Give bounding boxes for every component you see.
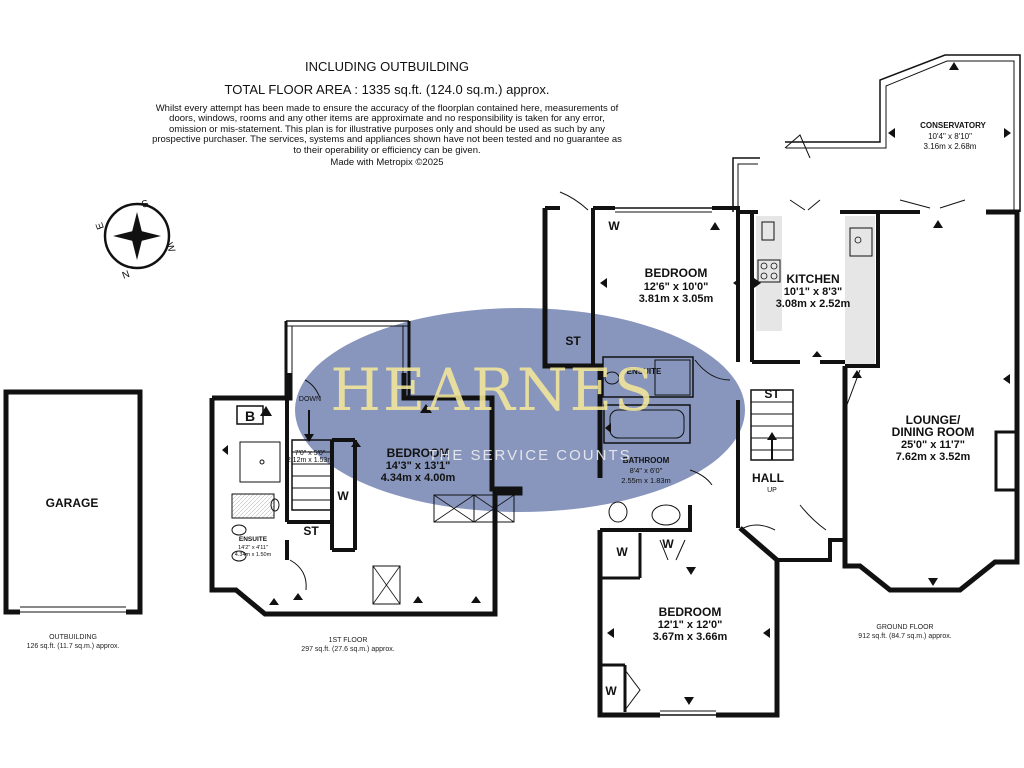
window-marker-icon xyxy=(605,423,611,433)
window-marker-icon xyxy=(763,628,770,638)
window-marker-icon xyxy=(471,596,481,603)
watermark-brand: HEARNES xyxy=(330,356,655,424)
conservatory-label: CONSERVATORY xyxy=(920,121,986,130)
window-marker-icon xyxy=(710,222,720,230)
watermark-tagline: THE SERVICE COUNTS xyxy=(428,447,631,464)
ground-floor-name: GROUND FLOOR xyxy=(876,624,933,631)
window-marker-icon xyxy=(1004,128,1011,138)
window-marker-icon xyxy=(269,598,279,605)
window-marker-icon xyxy=(684,697,694,705)
first-floor-name: 1ST FLOOR xyxy=(329,637,368,644)
lounge-label-line2: DINING ROOM xyxy=(892,425,975,439)
compass-icon: S W N E xyxy=(94,198,177,280)
storage-tag: ST xyxy=(303,524,319,538)
window-marker-icon xyxy=(600,278,607,288)
window-marker-icon xyxy=(949,62,959,70)
window-marker-icon xyxy=(754,278,761,288)
stairs-up-arrow-icon xyxy=(767,432,777,440)
first-ensuite-imperial: 14'2" x 4'11" xyxy=(238,545,268,551)
compass-s: S xyxy=(140,198,150,211)
window-marker-icon xyxy=(686,567,696,575)
window-marker-icon xyxy=(420,404,432,413)
window-marker-icon xyxy=(812,351,822,357)
down-arrow-icon xyxy=(304,434,314,442)
hall-label: HALL xyxy=(752,471,784,485)
first-bedroom-metric: 4.34m x 4.00m xyxy=(381,472,456,484)
total-floor-area: TOTAL FLOOR AREA : 1335 sq.ft. (124.0 sq… xyxy=(224,82,550,97)
first-bedroom-imperial: 14'3" x 13'1" xyxy=(386,460,451,472)
compass-e: E xyxy=(94,220,107,230)
outbuilding-floor-name: OUTBUILDING xyxy=(49,634,97,641)
kitchen-metric: 3.08m x 2.52m xyxy=(776,298,851,310)
boiler-tag: B xyxy=(245,408,255,424)
ground-floor-plan xyxy=(542,54,1021,718)
first-floor-plan xyxy=(209,320,523,617)
top-bedroom-metric: 3.81m x 3.05m xyxy=(639,293,714,305)
storage-tag: ST xyxy=(565,334,581,348)
outbuilding-floor-area: 126 sq.ft. (11.7 sq.m.) approx. xyxy=(27,643,120,650)
first-ensuite-label: ENSUITE xyxy=(239,536,268,543)
ground-ensuite-label: ENSUITE xyxy=(627,367,662,376)
window-marker-icon xyxy=(413,596,423,603)
bottom-bedroom-metric: 3.67m x 3.66m xyxy=(653,631,728,643)
kitchen-label: KITCHEN xyxy=(786,272,839,286)
conservatory-imperial: 10'4" x 8'10" xyxy=(928,132,972,141)
lounge-metric: 7.62m x 3.52m xyxy=(896,451,971,463)
window-marker-icon xyxy=(933,220,943,228)
bathroom-label: BATHROOM xyxy=(623,456,670,465)
wardrobe-tag: W xyxy=(337,489,349,503)
compass-w: W xyxy=(163,241,177,254)
window-marker-icon xyxy=(852,370,862,378)
wardrobe-tag: W xyxy=(605,684,617,698)
hall-up-label: UP xyxy=(767,487,777,494)
top-bedroom-imperial: 12'6" x 10'0" xyxy=(644,281,709,293)
compass-n: N xyxy=(120,267,131,280)
kitchen-imperial: 10'1" x 8'3" xyxy=(784,286,842,298)
garage-room: GARAGE xyxy=(3,389,143,615)
made-with-credit: Made with Metropix ©2025 xyxy=(330,157,444,168)
window-marker-icon xyxy=(1003,374,1010,384)
window-marker-icon xyxy=(928,578,938,586)
shower-size-metric: 2.12m x 1.53m xyxy=(287,457,333,464)
window-marker-icon xyxy=(888,128,895,138)
first-ensuite-metric: 4.34m x 1.50m xyxy=(235,552,272,558)
bathroom-imperial: 8'4" x 6'0" xyxy=(630,466,663,475)
bathroom-metric: 2.55m x 1.83m xyxy=(621,476,671,485)
bottom-bedroom-label: BEDROOM xyxy=(659,605,722,619)
top-bedroom-label: BEDROOM xyxy=(645,266,708,280)
stairs-down-label: DOWN xyxy=(299,396,321,403)
wardrobe-tag: W xyxy=(616,545,628,559)
window-marker-icon xyxy=(222,445,228,455)
shower-size-imperial: 7'0" x 5'0" xyxy=(295,450,326,457)
window-marker-icon xyxy=(607,628,614,638)
window-marker-icon xyxy=(293,593,303,600)
window-marker-icon xyxy=(733,278,740,288)
wardrobe-tag: W xyxy=(662,537,674,551)
conservatory-metric: 3.16m x 2.68m xyxy=(924,142,977,151)
first-floor-area: 297 sq.ft. (27.6 sq.m.) approx. xyxy=(301,646,394,653)
bottom-bedroom-imperial: 12'1" x 12'0" xyxy=(658,619,723,631)
window-marker-icon xyxy=(351,440,361,447)
garage-label: GARAGE xyxy=(46,496,99,510)
window-marker-icon xyxy=(260,406,272,416)
disclaimer-text: Whilst every attempt has been made to en… xyxy=(152,103,622,156)
ground-floor-area: 912 sq.ft. (84.7 sq.m.) approx. xyxy=(858,633,951,640)
lounge-imperial: 25'0" x 11'7" xyxy=(901,439,965,451)
including-outbuilding-title: INCLUDING OUTBUILDING xyxy=(305,59,469,74)
hall-storage-tag: ST xyxy=(764,387,780,401)
wardrobe-tag: W xyxy=(608,219,620,233)
lounge-label-line1: LOUNGE/ xyxy=(906,413,961,427)
first-bedroom-label: BEDROOM xyxy=(387,446,450,460)
